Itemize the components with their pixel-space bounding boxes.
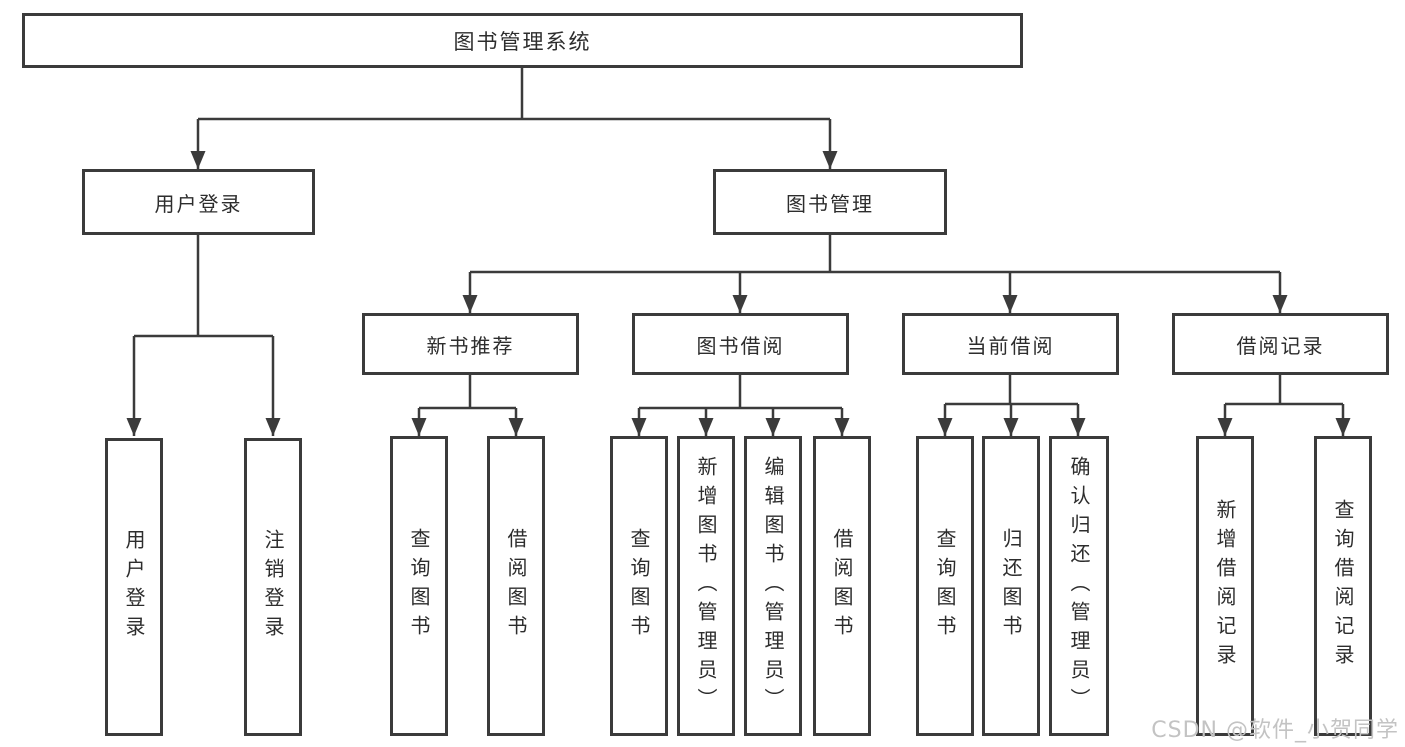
- leaf-label: 借阅图书: [830, 528, 854, 644]
- node-label: 图书管理系统: [453, 29, 592, 54]
- connector-root: [198, 68, 830, 121]
- connector-new-book-recommend: [419, 375, 516, 410]
- leaf-cb-query-books: 查询图书: [916, 436, 974, 736]
- leaf-user-login: 用户登录: [105, 438, 163, 736]
- leaf-label: 新增图书（管理员）: [694, 455, 718, 717]
- leaf-br-add-record: 新增借阅记录: [1196, 436, 1254, 736]
- connector-user-login: [134, 235, 273, 338]
- connector-book-management: [470, 235, 1280, 274]
- node-user-login: 用户登录: [82, 169, 315, 235]
- node-library-system: 图书管理系统: [22, 13, 1023, 68]
- leaf-label: 查询图书: [933, 528, 957, 644]
- leaf-label: 查询借阅记录: [1331, 499, 1355, 673]
- leaf-label: 查询图书: [627, 528, 651, 644]
- leaf-label: 查询图书: [407, 528, 431, 644]
- node-label: 用户登录: [154, 191, 243, 216]
- leaf-label: 注销登录: [261, 529, 285, 645]
- leaf-label: 用户登录: [122, 529, 146, 645]
- node-label: 借阅记录: [1236, 333, 1325, 358]
- node-new-book-recommend: 新书推荐: [362, 313, 579, 375]
- connector-book-borrow: [639, 375, 842, 410]
- leaf-label: 新增借阅记录: [1213, 499, 1237, 673]
- leaf-bb-query-books: 查询图书: [610, 436, 668, 736]
- leaf-nbr-query-books: 查询图书: [390, 436, 448, 736]
- leaf-logout-login: 注销登录: [244, 438, 302, 736]
- node-label: 新书推荐: [426, 333, 515, 358]
- node-label: 图书借阅: [696, 333, 785, 358]
- leaf-bb-borrow-books: 借阅图书: [813, 436, 871, 736]
- leaf-nbr-borrow-books: 借阅图书: [487, 436, 545, 736]
- leaf-cb-return-books: 归还图书: [982, 436, 1040, 736]
- node-label: 当前借阅: [966, 333, 1055, 358]
- leaf-label: 确认归还（管理员）: [1067, 455, 1091, 717]
- node-current-borrow: 当前借阅: [902, 313, 1119, 375]
- node-borrow-records: 借阅记录: [1172, 313, 1389, 375]
- connector-current-borrow: [945, 375, 1078, 406]
- node-book-borrow: 图书借阅: [632, 313, 849, 375]
- connector-borrow-records: [1225, 375, 1343, 406]
- leaf-bb-edit-books-admin: 编辑图书（管理员）: [744, 436, 802, 736]
- leaf-label: 借阅图书: [504, 528, 528, 644]
- leaf-label: 编辑图书（管理员）: [761, 455, 785, 717]
- leaf-cb-confirm-return-admin: 确认归还（管理员）: [1049, 436, 1109, 736]
- leaf-label: 归还图书: [999, 528, 1023, 644]
- node-book-management: 图书管理: [713, 169, 947, 235]
- watermark: CSDN @软件_小贺同学: [1151, 718, 1399, 743]
- leaf-bb-add-books-admin: 新增图书（管理员）: [677, 436, 735, 736]
- leaf-br-query-record: 查询借阅记录: [1314, 436, 1372, 736]
- node-label: 图书管理: [786, 191, 874, 216]
